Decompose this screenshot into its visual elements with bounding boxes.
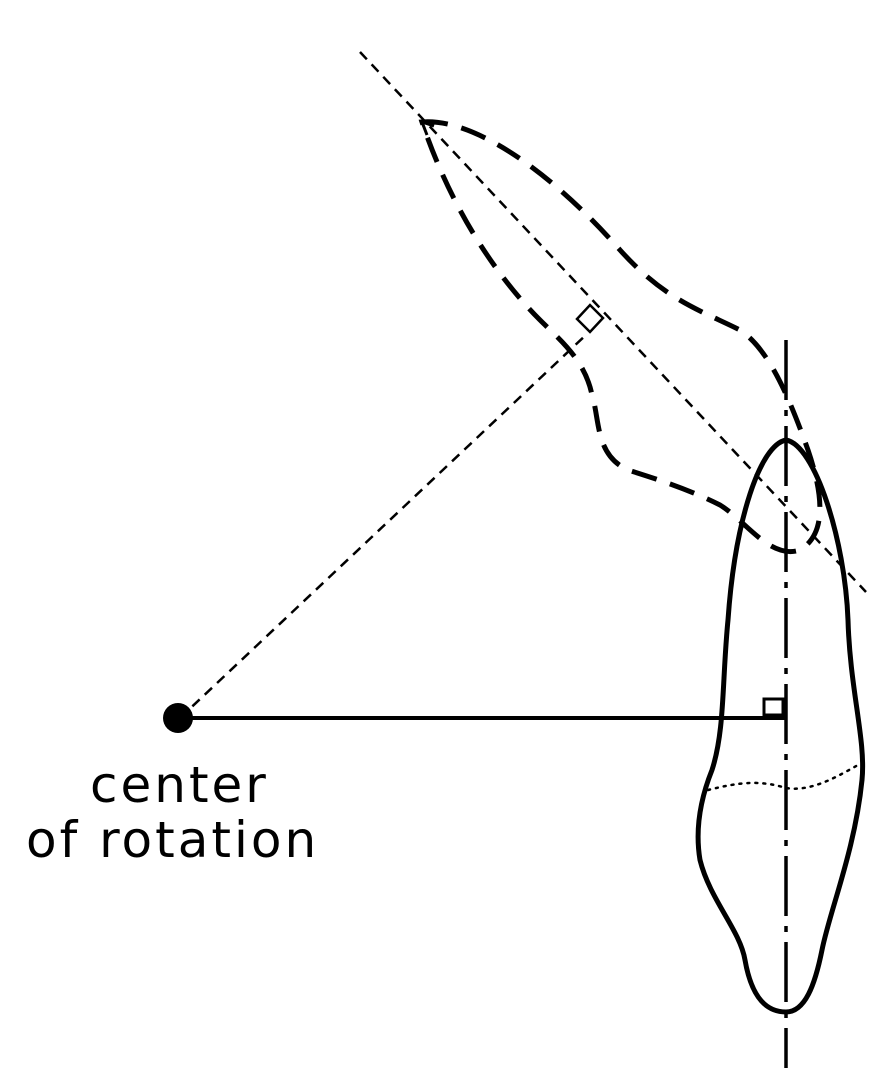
right-angle-marker-rotated [575,303,605,334]
center-of-rotation-dot [163,703,193,733]
rotated-tooth-tip [419,119,435,136]
rotated-radius-line [179,332,589,719]
cej-dotted-line [706,763,860,792]
rotated-tooth-outline [418,119,823,555]
center-label-line1: center [90,756,269,814]
center-label-line2: of rotation [26,811,319,869]
rotated-tooth-axis [359,51,867,593]
original-tooth-outline [695,437,866,1015]
right-angle-marker-original [762,697,785,717]
